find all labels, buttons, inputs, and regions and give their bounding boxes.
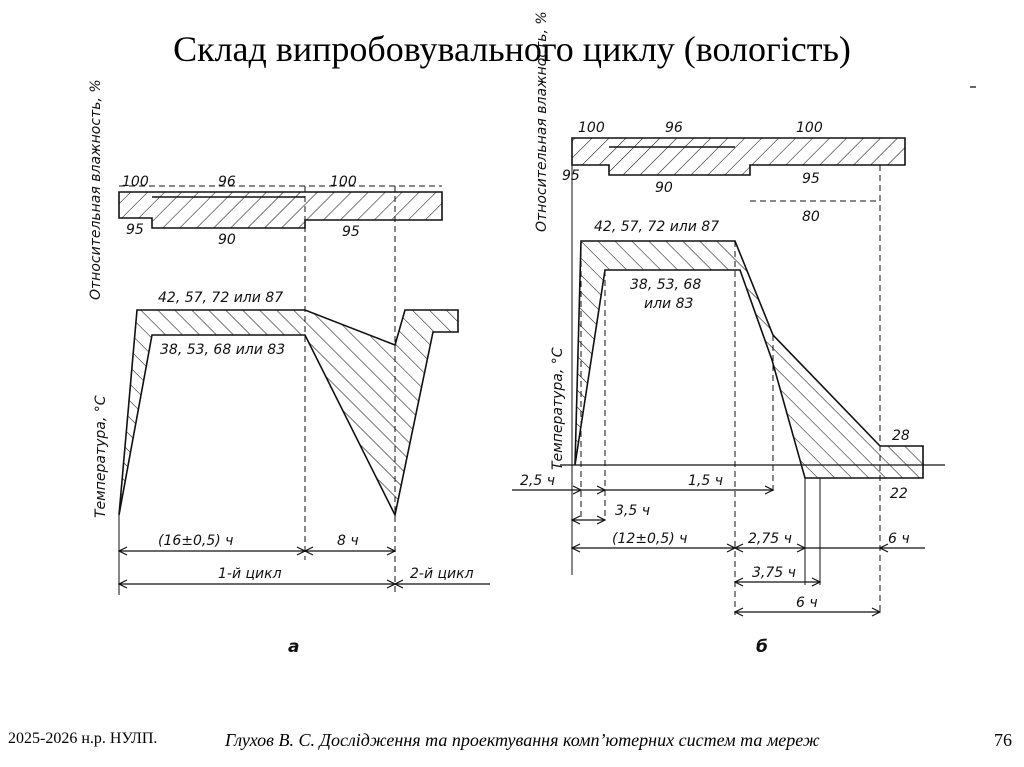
b-time-1-5: 1,5 ч xyxy=(688,473,723,489)
a-hum-100-right: 100 xyxy=(330,174,357,190)
b-time-6h-b: 6 ч xyxy=(796,595,818,611)
b-hum-90: 90 xyxy=(655,180,673,196)
a-temperature-band xyxy=(118,309,459,518)
b-dimension-lines xyxy=(512,485,925,617)
a-hum-95-left: 95 xyxy=(126,222,144,238)
b-time-3-5: 3,5 ч xyxy=(615,503,650,519)
a-hum-90: 90 xyxy=(218,232,236,248)
a-humidity-axis-label: Относительная влажность, % xyxy=(88,79,104,300)
b-hum-100-right: 100 xyxy=(796,120,823,136)
diagram-a: Относительная влажность, % Температура, … xyxy=(88,79,490,657)
a-dimension-lines xyxy=(117,546,490,589)
b-time-main: (12±0,5) ч xyxy=(612,531,687,547)
a-temperature-axis-label: Температура, °С xyxy=(93,395,109,518)
b-time-6h-a: 6 ч xyxy=(888,531,910,547)
a-hum-95-right: 95 xyxy=(342,224,360,240)
a-duration-main: (16±0,5) ч xyxy=(158,533,233,549)
b-temp-upper: 42, 57, 72 или 87 xyxy=(594,219,719,235)
b-hum-95-left: 95 xyxy=(562,168,580,184)
b-caption: б xyxy=(756,637,768,657)
b-temperature-band xyxy=(574,240,924,479)
b-temp-lower-2: или 83 xyxy=(644,296,693,312)
b-temp-lower-1: 38, 53, 68 xyxy=(630,277,701,293)
a-humidity-band xyxy=(118,185,443,229)
a-cycle-1: 1-й цикл xyxy=(218,566,282,582)
b-hum-96: 96 xyxy=(665,120,683,136)
b-time-3-75: 3,75 ч xyxy=(752,565,796,581)
b-time-2-75: 2,75 ч xyxy=(748,531,792,547)
slide-title: Склад випробовувального циклу (вологість… xyxy=(173,29,851,69)
b-humidity-band xyxy=(571,137,906,202)
a-hum-96: 96 xyxy=(218,174,236,190)
b-temp-22: 22 xyxy=(890,486,908,502)
b-temperature-axis-label: Температура, °С xyxy=(550,347,566,470)
b-humidity-axis-label: Относительная влажность, % xyxy=(534,11,550,232)
a-cycle-2: 2-й цикл xyxy=(410,566,474,582)
b-hum-100-left: 100 xyxy=(578,120,605,136)
page-number: 76 xyxy=(994,730,1012,750)
a-temp-upper: 42, 57, 72 или 87 xyxy=(158,290,283,306)
footer-author-course: Глухов В. С. Дослідження та проектування… xyxy=(225,730,820,750)
a-caption: а xyxy=(288,637,299,657)
b-temp-28: 28 xyxy=(892,428,910,444)
b-hum-95-right: 95 xyxy=(802,171,820,187)
footer-academic-year: 2025-2026 н.р. НУЛП. xyxy=(8,730,158,747)
b-time-2-5: 2,5 ч xyxy=(520,473,555,489)
diagram-b: Относительная влажность, % Температура, … xyxy=(512,11,945,657)
b-hum-80: 80 xyxy=(802,209,820,225)
a-duration-8h: 8 ч xyxy=(337,533,359,549)
a-temp-lower: 38, 53, 68 или 83 xyxy=(160,342,285,358)
a-hum-100-left: 100 xyxy=(122,174,149,190)
